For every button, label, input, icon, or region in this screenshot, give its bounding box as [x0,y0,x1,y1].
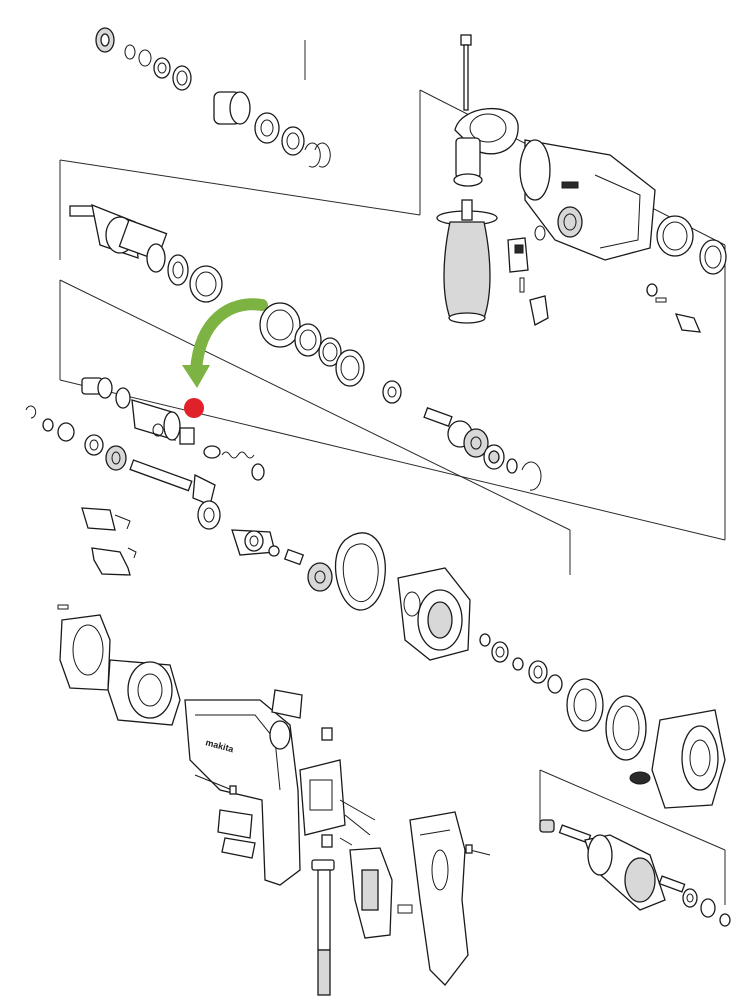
crankshaft [129,459,221,530]
bearing-ring-row [479,633,647,761]
red-location-marker [184,398,204,418]
switch-lever-parts [507,225,549,326]
spindle-assembly [69,203,223,303]
brush-holder-assembly [299,727,376,848]
cable-guard-tube [311,859,335,996]
side-handle-bolt [460,34,472,111]
motor-housing-right [629,709,726,809]
clutch-plate-middle [231,529,333,592]
rear-handle-cover [409,811,469,986]
label-plates [217,689,303,859]
chuck-sleeve-group [213,91,331,168]
handle-screw [465,844,491,856]
housing-screw-long [194,774,237,795]
green-indicator-arrow [182,298,268,388]
clutch-brackets-left [81,507,137,576]
gear-housing-top [519,139,656,261]
side-handle-clamp [453,107,519,187]
small-ring-left-row [25,405,127,471]
armature [539,819,731,927]
side-handle-grip [436,199,498,324]
fan-baffle [57,604,111,691]
barrel-rings-middle [259,302,365,387]
stator-field [107,659,181,726]
small-spring-parts-right [646,283,702,333]
switch-assembly [349,847,413,939]
o-ring-gasket [334,532,386,611]
main-housing-body: makita [184,699,301,886]
barrel-rings-right [382,380,542,491]
piston-assembly [81,377,265,481]
housing-rings-right [656,215,727,275]
chuck-ring-set [95,27,192,91]
gear-housing-middle [397,567,471,661]
